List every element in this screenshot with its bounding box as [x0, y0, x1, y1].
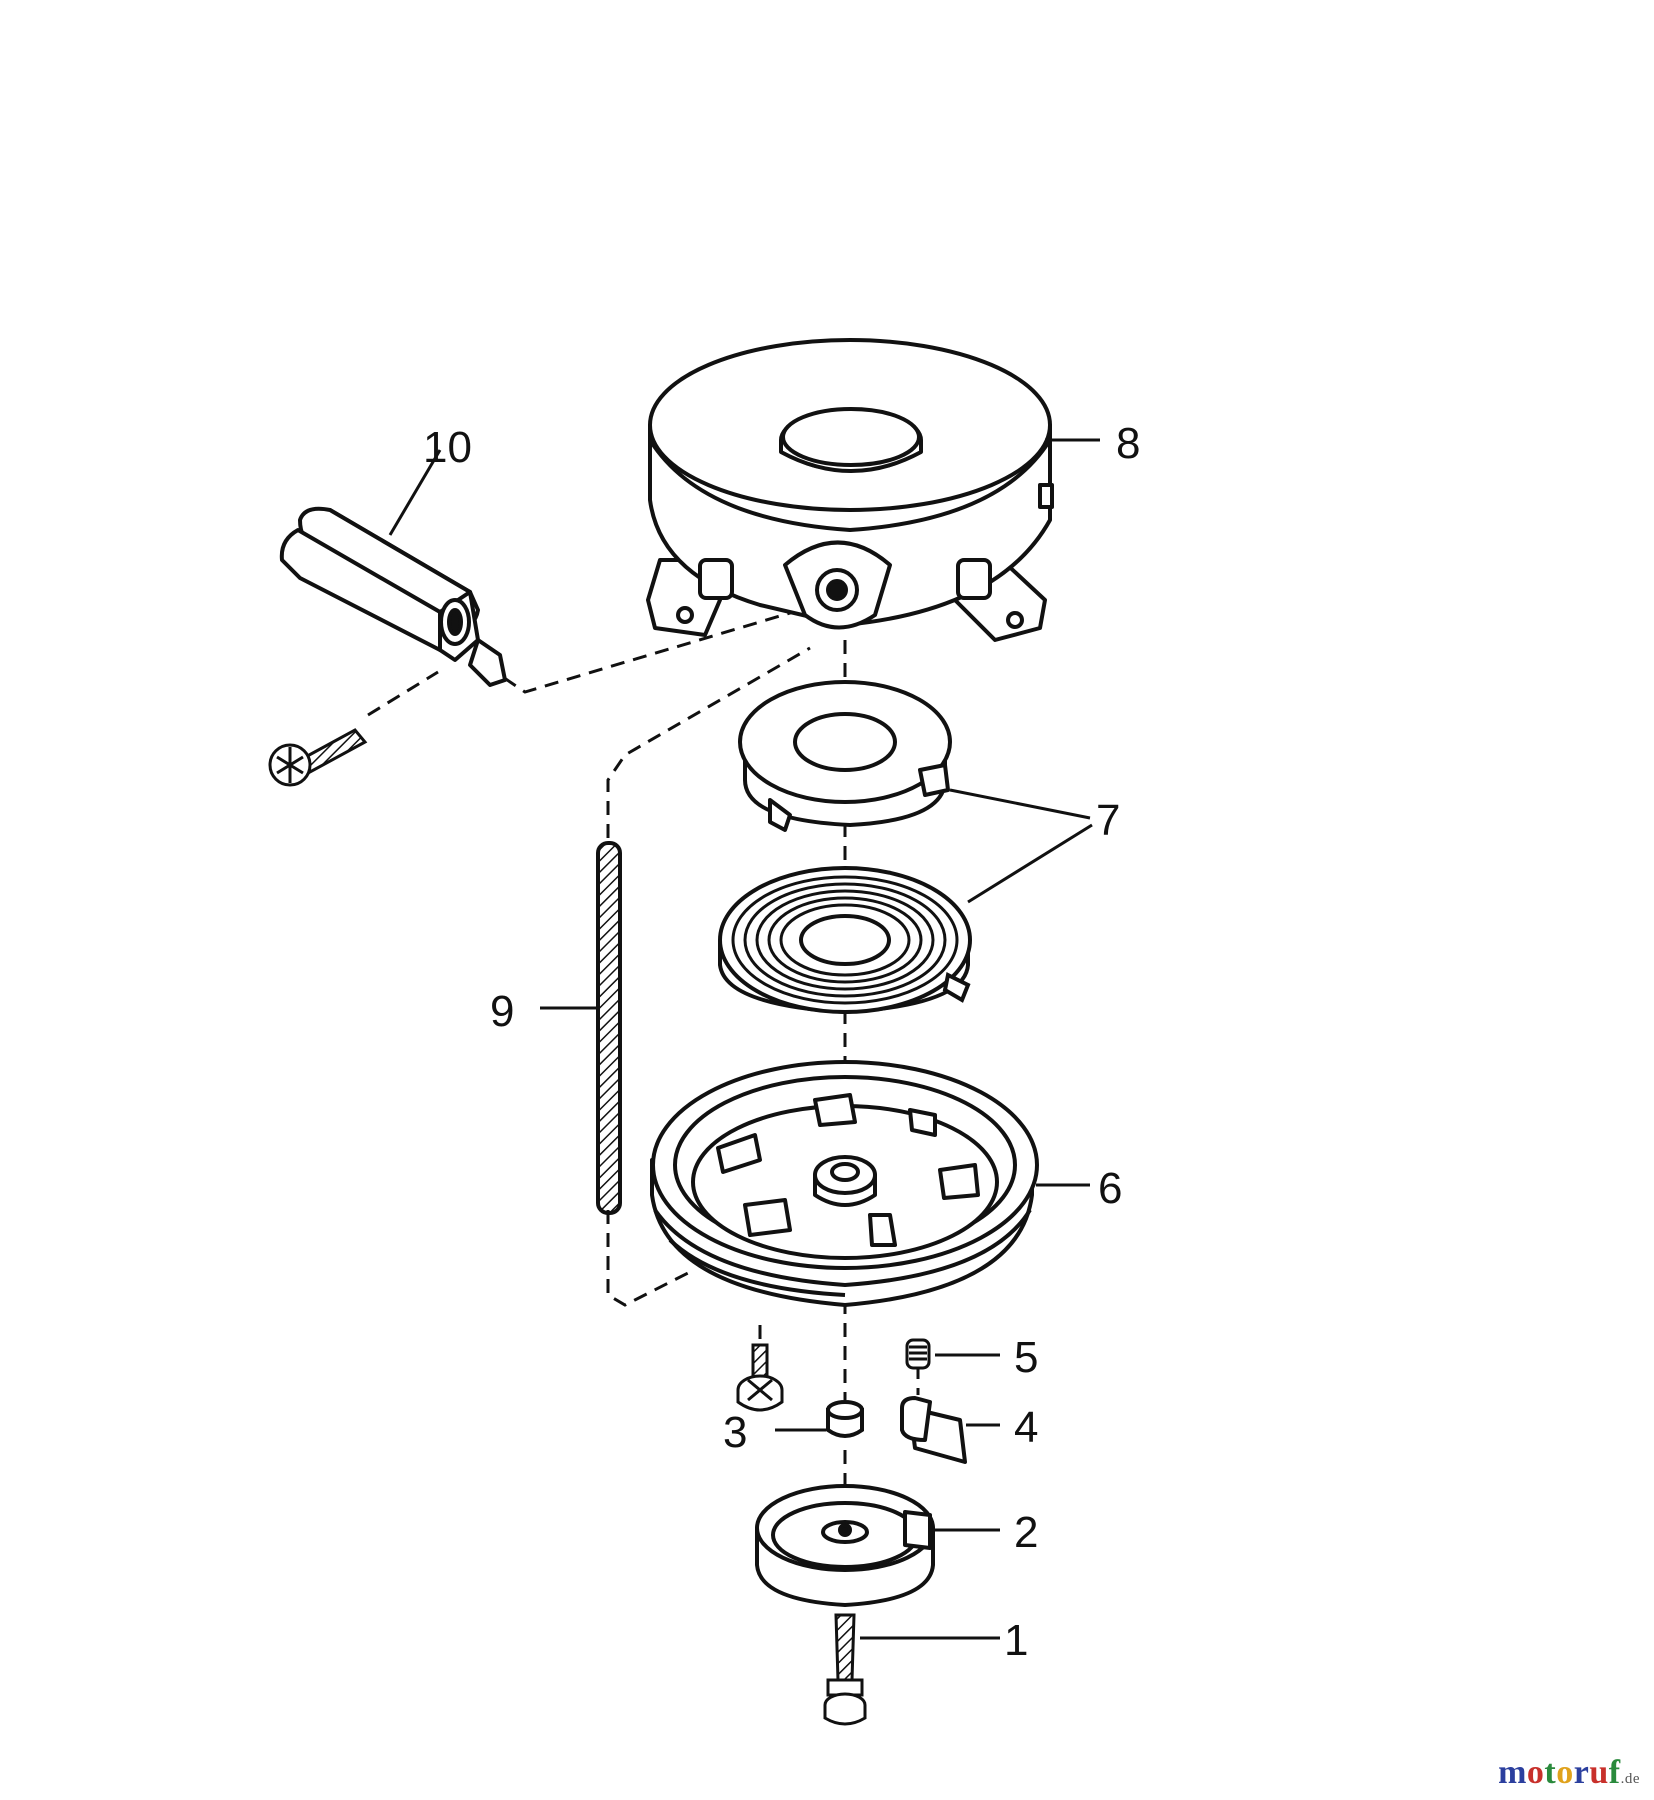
- part-6-pulley: [650, 1060, 1039, 1307]
- handle-screw: [268, 728, 368, 787]
- part-7-spring-case: [738, 680, 952, 832]
- callout-5: 5: [1014, 1333, 1038, 1382]
- callout-8: 8: [1116, 419, 1140, 468]
- leader-7b: [967, 823, 1093, 904]
- leader-lines: [388, 438, 1100, 1640]
- watermark-letter: u: [1589, 1754, 1609, 1791]
- watermark-letter: f: [1608, 1754, 1621, 1791]
- part-8-housing: [646, 338, 1054, 642]
- callout-numbers: 8 10 7 9 6 5 4 3 2 1: [423, 419, 1140, 1665]
- part-3-nut: [826, 1400, 864, 1438]
- watermark-letter: m: [1498, 1754, 1527, 1791]
- callout-1: 1: [1004, 1616, 1028, 1665]
- leader-7a: [949, 788, 1091, 820]
- callout-9: 9: [490, 987, 514, 1036]
- leader-10: [388, 449, 442, 536]
- watermark-brand: motoruf: [1498, 1754, 1621, 1791]
- watermark-letter: r: [1573, 1754, 1590, 1791]
- callout-10: 10: [423, 423, 472, 472]
- callout-7: 7: [1096, 796, 1120, 845]
- pawl-bolt: [736, 1343, 784, 1412]
- part-10-handle: [279, 506, 507, 687]
- part-9-rope: [596, 841, 622, 1215]
- watermark-letter: o: [1526, 1754, 1545, 1791]
- part-2-starter-cup: [755, 1484, 935, 1607]
- watermark-letter: o: [1556, 1754, 1574, 1791]
- watermark-logo: motoruf.de: [1498, 1754, 1640, 1792]
- part-7-recoil-spring: [718, 866, 972, 1015]
- watermark-letter: t: [1544, 1754, 1557, 1791]
- callout-3: 3: [723, 1408, 747, 1457]
- assembly-dash-lines: [367, 608, 920, 1605]
- callout-2: 2: [1014, 1508, 1038, 1557]
- callout-6: 6: [1098, 1164, 1122, 1213]
- callout-4: 4: [1014, 1403, 1038, 1452]
- part-1-screw: [823, 1613, 867, 1726]
- watermark-suffix: .de: [1620, 1771, 1640, 1787]
- part-4-pawl: [900, 1396, 967, 1464]
- part-5-pawl-spring: [905, 1338, 931, 1370]
